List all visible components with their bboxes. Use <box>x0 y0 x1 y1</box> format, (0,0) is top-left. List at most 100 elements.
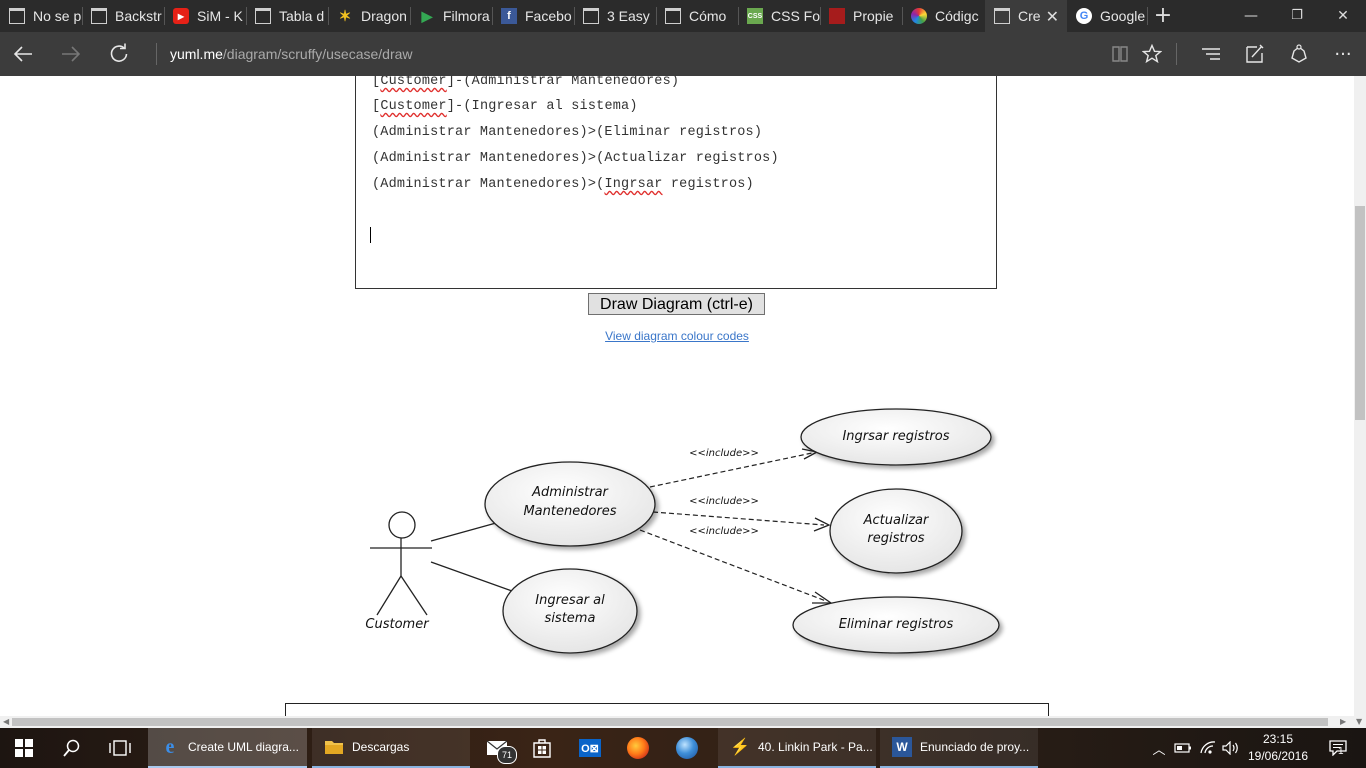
taskbar-item-descargas[interactable]: Descargas <box>312 728 470 768</box>
tab-label: Filmora <box>443 8 490 24</box>
tab-4[interactable]: ✶Dragon <box>328 0 410 32</box>
search-button[interactable] <box>48 728 96 768</box>
taskbar: e Create UML diagra... Descargas 71 O⊠ ⚡4… <box>0 728 1366 768</box>
red-square-icon <box>829 8 845 24</box>
refresh-icon <box>110 43 128 62</box>
more-options-button[interactable]: ··· <box>1328 32 1358 76</box>
tab-label: Backstr <box>115 8 162 24</box>
page-icon <box>583 8 599 24</box>
close-tab-icon[interactable]: ✕ <box>1045 9 1059 26</box>
scroll-left-icon[interactable]: ◀ <box>3 717 10 726</box>
taskbar-item-edge[interactable]: e Create UML diagra... <box>148 728 307 768</box>
actor-label: Customer <box>365 617 430 632</box>
web-note-button[interactable] <box>1240 32 1270 76</box>
store-button[interactable] <box>518 728 566 768</box>
forward-button[interactable] <box>52 32 90 76</box>
firefox-button[interactable] <box>614 728 662 768</box>
svg-text:Ingresar al: Ingresar al <box>535 593 605 608</box>
tab-7[interactable]: 3 Easy <box>574 0 656 32</box>
address-bar[interactable]: yuml.me/diagram/scruffy/usecase/draw <box>170 32 413 76</box>
thunderbird-icon <box>676 737 698 759</box>
arrow-heads <box>801 448 834 604</box>
outlook-icon: O⊠ <box>579 739 601 757</box>
svg-text:registros: registros <box>867 531 924 546</box>
action-center-button[interactable]: 1 <box>1322 728 1354 768</box>
horizontal-scrollbar[interactable]: ◀ ▶ ▼ <box>0 716 1366 728</box>
svg-text:Actualizar: Actualizar <box>863 513 930 528</box>
start-button[interactable] <box>0 728 48 768</box>
tab-label: Propie <box>853 8 894 24</box>
windows-logo-icon <box>15 739 33 757</box>
horizontal-scroll-thumb[interactable] <box>12 718 1328 726</box>
close-window-button[interactable]: ✕ <box>1337 8 1349 24</box>
tab-strip: No se p Backstr ▶SiM - K Tabla d ✶Dragon… <box>0 0 1366 32</box>
tab-label: SiM - K <box>197 8 243 24</box>
tab-label: No se p <box>33 8 82 24</box>
refresh-button[interactable] <box>100 32 138 76</box>
diagram-source-textarea[interactable]: [Customer]-(Administrar Mantenedores) [C… <box>355 76 997 289</box>
scroll-down-icon[interactable]: ▼ <box>1356 717 1363 726</box>
page-icon <box>9 8 25 24</box>
tab-0[interactable]: No se p <box>0 0 82 32</box>
task-view-button[interactable] <box>96 728 144 768</box>
tab-11[interactable]: Códigc <box>902 0 984 32</box>
back-button[interactable] <box>4 32 42 76</box>
usecase-eliminar-registros: Eliminar registros <box>792 596 1000 654</box>
usecase-ingresar-al-sistema: Ingresar al sistema <box>502 568 638 654</box>
vertical-scrollbar[interactable] <box>1354 76 1366 716</box>
reading-view-button[interactable] <box>1105 32 1135 76</box>
tab-10[interactable]: Propie <box>820 0 902 32</box>
navigation-bar: yuml.me/diagram/scruffy/usecase/draw ··· <box>0 32 1366 76</box>
favorite-button[interactable] <box>1137 32 1167 76</box>
tab-3[interactable]: Tabla d <box>246 0 328 32</box>
output-textarea[interactable] <box>285 703 1049 716</box>
draw-diagram-button[interactable]: Draw Diagram (ctrl-e) <box>588 293 765 315</box>
share-button[interactable] <box>1284 32 1314 76</box>
tab-2[interactable]: ▶SiM - K <box>164 0 246 32</box>
web-note-icon <box>1246 44 1264 63</box>
tab-label: Dragon <box>361 8 407 24</box>
volume-icon[interactable] <box>1220 728 1242 768</box>
chevron-up-icon: ︿ <box>1152 742 1166 758</box>
show-hidden-icons-button[interactable]: ︿ <box>1150 728 1168 768</box>
hub-icon <box>1202 48 1220 60</box>
clock[interactable]: 23:15 19/06/2016 <box>1246 728 1310 768</box>
taskbar-item-media-player[interactable]: ⚡40. Linkin Park - Pa... <box>718 728 876 768</box>
thunderbird-button[interactable] <box>663 728 711 768</box>
tab-12-active[interactable]: Cre✕ <box>985 0 1067 32</box>
minimize-button[interactable]: — <box>1244 8 1258 24</box>
association-admin <box>430 522 497 542</box>
ellipsis-icon: ··· <box>1334 43 1352 65</box>
usecase-ingrsar-registros: Ingrsar registros <box>800 408 992 466</box>
page-icon <box>994 8 1010 24</box>
battery-icon[interactable] <box>1172 728 1194 768</box>
taskbar-item-label: Create UML diagra... <box>188 740 299 754</box>
tab-8[interactable]: Cómo <box>656 0 738 32</box>
vertical-scroll-thumb[interactable] <box>1355 206 1365 420</box>
tab-5[interactable]: ▶Filmora <box>410 0 492 32</box>
restore-button[interactable]: ❐ <box>1291 8 1303 23</box>
tab-1[interactable]: Backstr <box>82 0 164 32</box>
edge-icon: e <box>165 735 175 758</box>
tab-label: Cómo <box>689 8 727 24</box>
clock-date: 19/06/2016 <box>1247 749 1309 763</box>
folder-icon <box>324 737 344 757</box>
facebook-icon: f <box>501 8 517 24</box>
scroll-right-icon[interactable]: ▶ <box>1340 717 1347 726</box>
new-tab-button[interactable]: + <box>1153 3 1173 28</box>
view-colour-codes-link[interactable]: View diagram colour codes <box>605 329 749 343</box>
tab-label: Cre <box>1018 8 1041 24</box>
usecase-actualizar-registros: Actualizar registros <box>829 488 963 574</box>
code-line-3: (Administrar Mantenedores)>(Eliminar reg… <box>372 125 763 140</box>
code-line-4: (Administrar Mantenedores)>(Actualizar r… <box>372 151 779 166</box>
wifi-icon[interactable] <box>1197 728 1219 768</box>
hub-button[interactable] <box>1196 32 1226 76</box>
svg-text:Administrar: Administrar <box>531 485 609 500</box>
tab-label: Tabla d <box>279 8 325 24</box>
mail-button[interactable]: 71 <box>473 728 521 768</box>
outlook-button[interactable]: O⊠ <box>566 728 614 768</box>
